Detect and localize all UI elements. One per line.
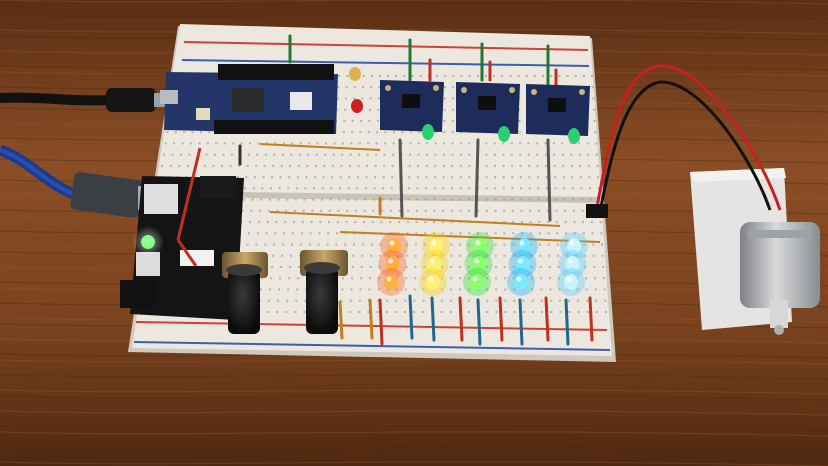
- module-led: [568, 128, 580, 144]
- jumper-wires: [238, 34, 601, 346]
- motor-wires: [586, 64, 782, 218]
- sensor-module: [380, 80, 444, 140]
- power-supply-module: [120, 147, 244, 320]
- led-column: [557, 232, 588, 296]
- small-leds-top: [349, 67, 363, 113]
- sensor-module: [526, 84, 590, 144]
- led-column: [419, 232, 450, 296]
- led-column: [507, 232, 538, 296]
- sensor-modules: [380, 80, 590, 144]
- module-led: [498, 126, 510, 142]
- led-array: [377, 232, 588, 296]
- led: [564, 274, 578, 290]
- potentiometer-right: [300, 250, 348, 334]
- potentiometer-left: [222, 252, 268, 334]
- led: [470, 274, 484, 290]
- sensor-module: [456, 82, 520, 142]
- power-indicator-led: [132, 226, 164, 258]
- led-column: [377, 232, 408, 296]
- led: [426, 274, 440, 290]
- led-column: [463, 232, 494, 296]
- module-led: [422, 124, 434, 140]
- microcontroller-board: [160, 64, 338, 134]
- dc-motor: [740, 222, 820, 335]
- led: [384, 274, 398, 290]
- led: [514, 274, 528, 290]
